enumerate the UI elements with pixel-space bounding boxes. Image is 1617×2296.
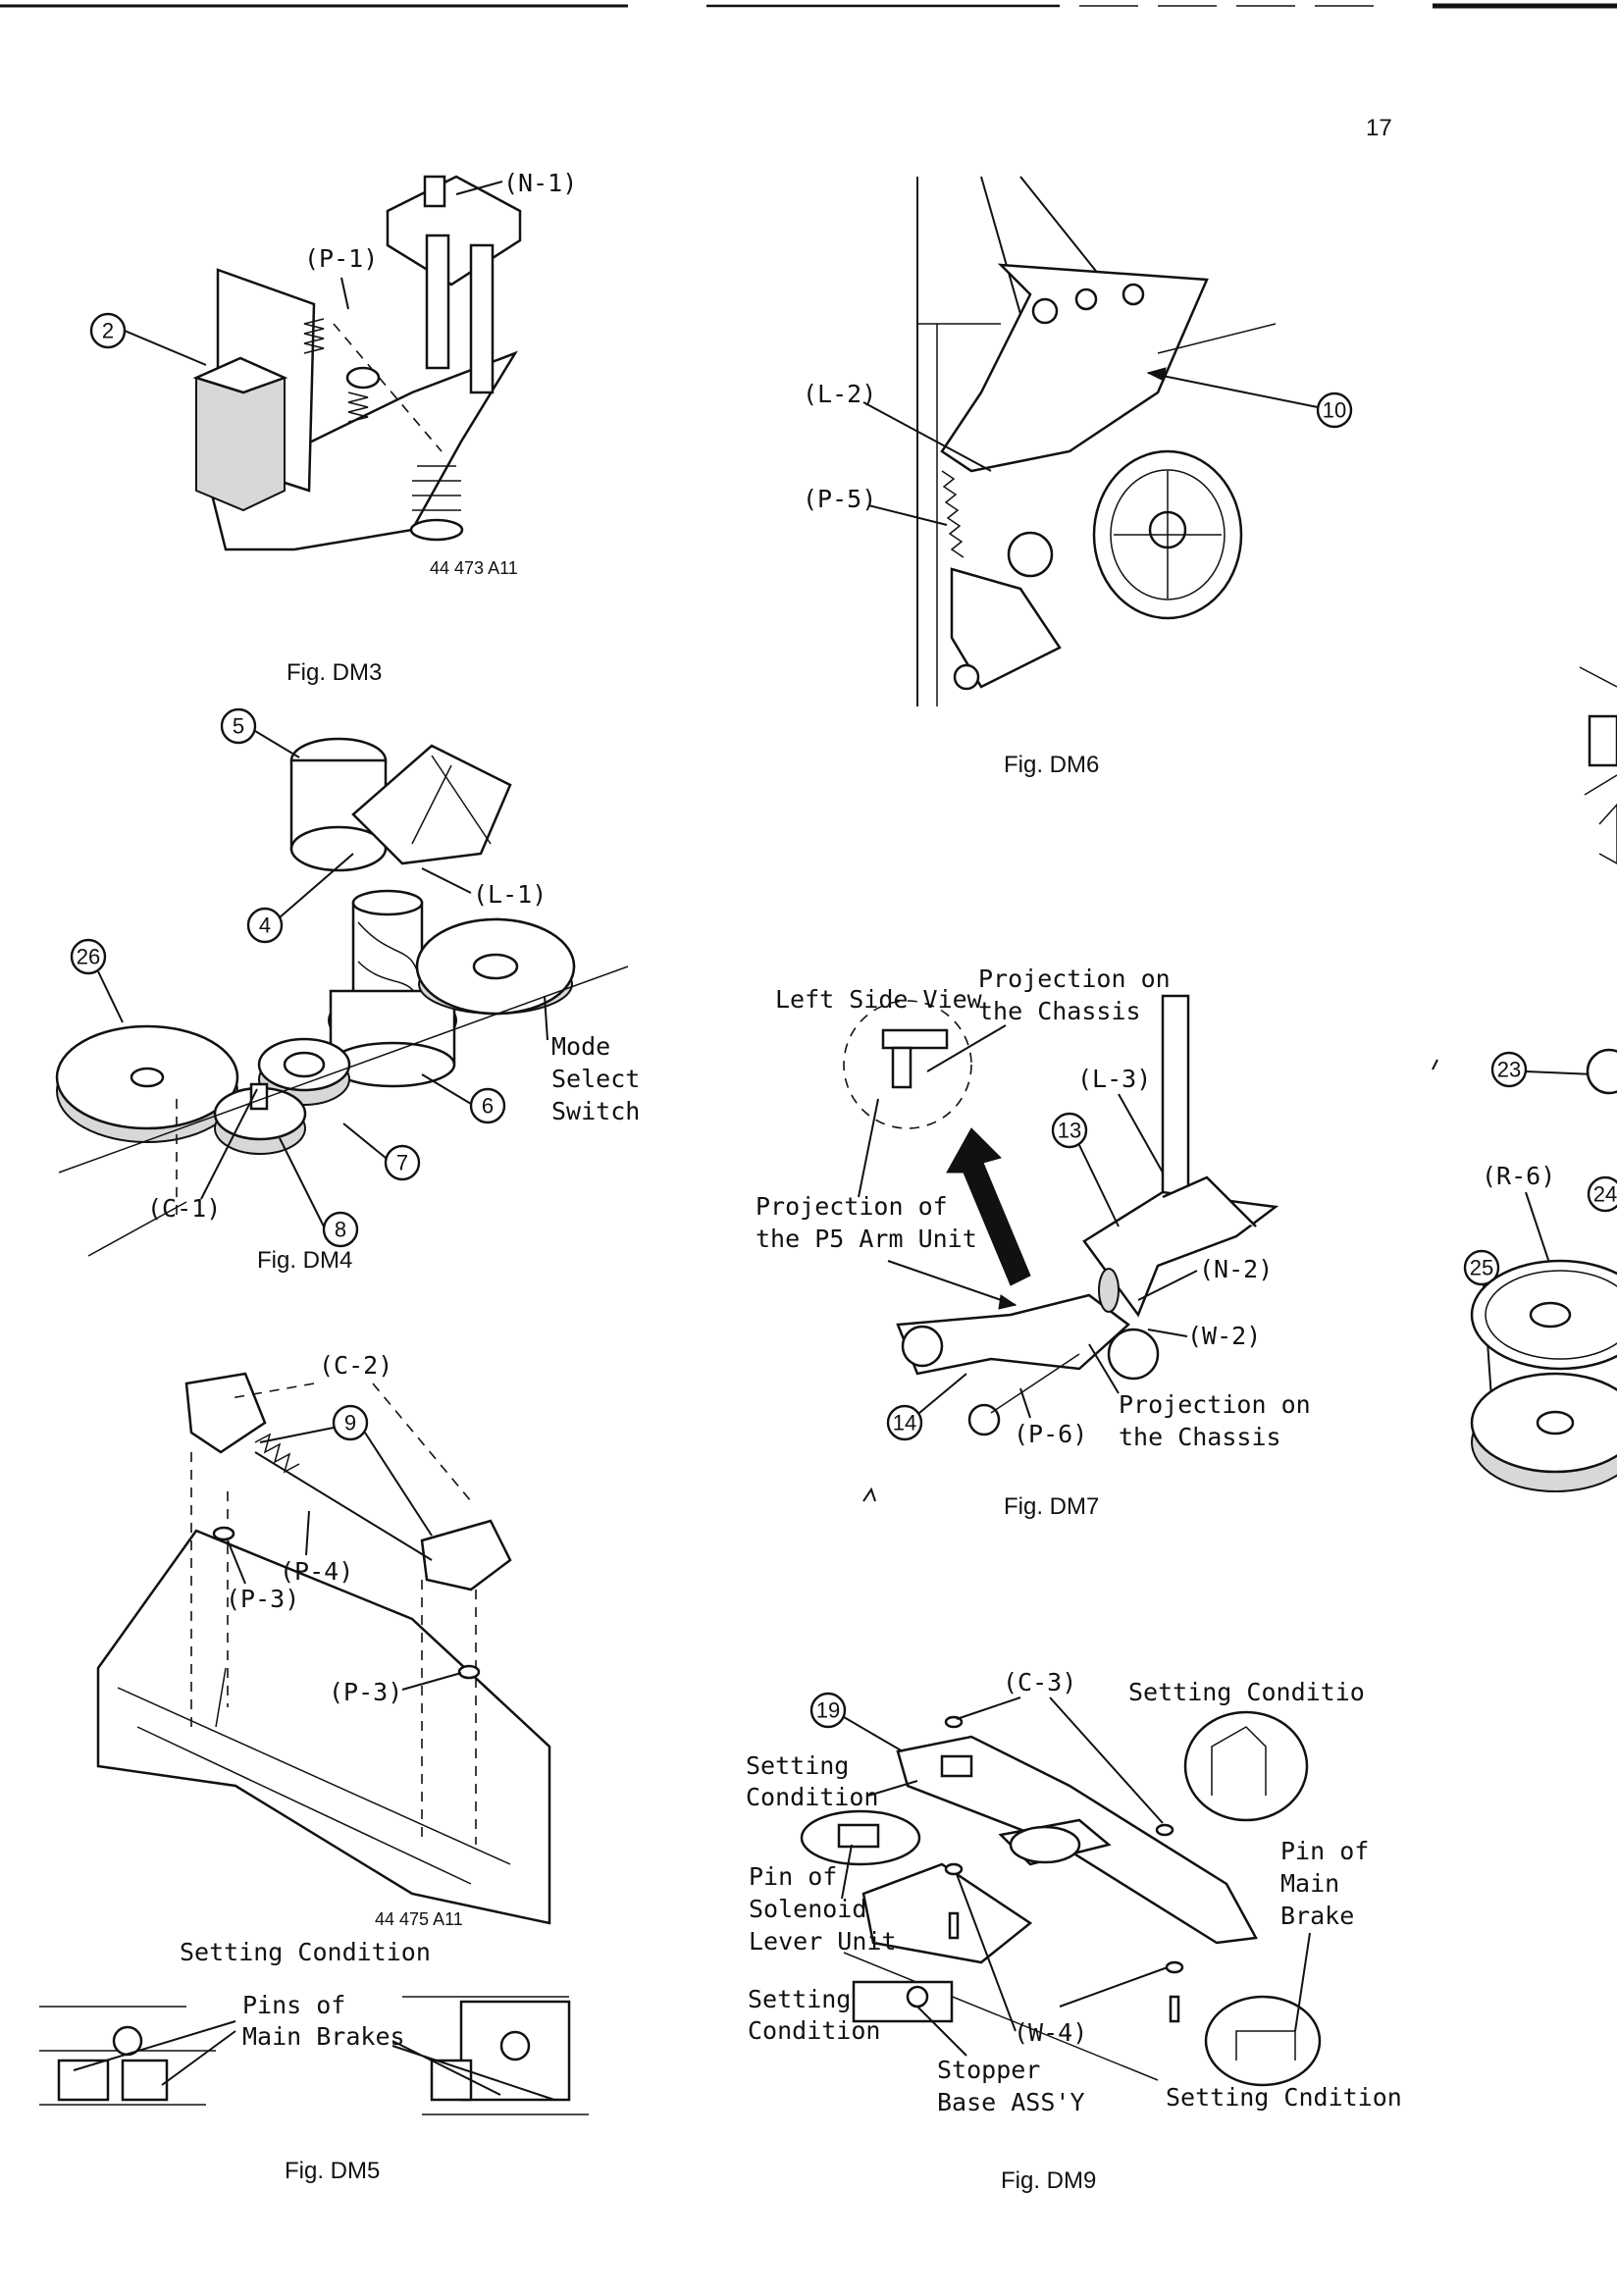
label-setting-condition: Setting Condition: [180, 1938, 431, 1966]
callout-8: 8: [335, 1218, 346, 1242]
label-w4: (W-4): [1014, 2018, 1087, 2047]
callout-6: 6: [482, 1094, 494, 1119]
label-w2: (W-2): [1187, 1322, 1261, 1350]
label-p3b: (P-3): [329, 1678, 402, 1706]
fig-dm7: Left Side View Projection on the Chassis…: [756, 965, 1311, 1520]
label-pin-main-2: Main: [1280, 1869, 1339, 1898]
label-p4: (P-4): [280, 1557, 353, 1586]
label-stopper-1: Stopper: [937, 2056, 1040, 2084]
label-setting-low-1: Setting: [748, 1985, 851, 2013]
label-select: Select: [551, 1065, 640, 1093]
label-setting-top: Setting Conditio: [1128, 1678, 1365, 1706]
label-mode: Mode: [551, 1032, 610, 1061]
callout-23: 23: [1497, 1058, 1521, 1082]
label-c1: (C-1): [147, 1194, 221, 1223]
callout-25: 25: [1470, 1256, 1493, 1280]
label-setting-left-1: Setting: [746, 1751, 849, 1780]
callout-5: 5: [233, 714, 244, 739]
caption-dm9: Fig. DM9: [1001, 2167, 1096, 2194]
callout-13: 13: [1058, 1119, 1081, 1143]
caption-dm7: Fig. DM7: [1004, 1493, 1099, 1520]
caption-dm3: Fig. DM3: [287, 659, 382, 686]
label-pin-main-3: Brake: [1280, 1902, 1354, 1930]
label-r6: (R-6): [1482, 1162, 1555, 1190]
caption-dm5: Fig. DM5: [285, 2158, 380, 2184]
callout-9: 9: [344, 1411, 356, 1435]
label-p3a: (P-3): [226, 1585, 299, 1613]
scan-specks: [862, 1059, 1438, 1502]
label-pin-solenoid-1: Pin of: [749, 1862, 837, 1891]
page-number: 17: [1366, 115, 1392, 141]
label-projection-chassis-2b: the Chassis: [1119, 1423, 1281, 1451]
fig-dm6: (L-2) (P-5) 10 Fig. DM6: [803, 176, 1353, 778]
label-p6: (P-6): [1014, 1420, 1087, 1448]
label-projection-p5b: the P5 Arm Unit: [756, 1225, 977, 1253]
label-projection-chassis-2a: Projection on: [1119, 1390, 1311, 1419]
callout-26: 26: [77, 945, 100, 969]
caption-dm6: Fig. DM6: [1004, 752, 1099, 778]
label-setting-bottom: Setting Cndition: [1166, 2083, 1402, 2112]
label-setting-low-2: Condition: [748, 2016, 880, 2045]
label-p5: (P-5): [803, 485, 876, 513]
fig-dm3: (N-1) (P-1) 2 44 473 A11 Fig. DM3: [89, 169, 577, 686]
fig-dm4: 5 4 (L-1) 26 6 7 8 (C-1) Mode Select Swi…: [55, 707, 640, 1274]
label-stopper-2: Base ASS'Y: [937, 2088, 1085, 2116]
label-pin-solenoid-3: Lever Unit: [749, 1927, 897, 1956]
callout-2-text: 2: [102, 319, 114, 343]
label-n1: (N-1): [503, 169, 577, 197]
callout-10: 10: [1323, 398, 1346, 423]
callout-7: 7: [396, 1151, 408, 1175]
callout-24: 24: [1593, 1182, 1617, 1207]
dm3-code: 44 473 A11: [430, 558, 518, 578]
label-switch: Switch: [551, 1097, 640, 1125]
callout-19: 19: [816, 1698, 840, 1723]
label-setting-left-2: Condition: [746, 1783, 878, 1811]
label-p1: (P-1): [304, 244, 378, 273]
side-partial-figure: 23 (R-6) 24 25: [1463, 666, 1617, 1492]
label-l3: (L-3): [1077, 1065, 1151, 1093]
label-projection-chassis-1a: Projection on: [978, 965, 1171, 993]
label-pin-solenoid-2: Solenoid: [749, 1895, 866, 1923]
fig-dm9: (C-3) 19 Setting Conditio Setting Condit…: [746, 1668, 1402, 2194]
callout-14: 14: [893, 1411, 916, 1435]
label-n2: (N-2): [1199, 1255, 1273, 1283]
label-projection-p5a: Projection of: [756, 1192, 948, 1221]
label-main-brakes: Main Brakes: [242, 2022, 405, 2051]
label-c2: (C-2): [319, 1351, 392, 1380]
caption-dm4: Fig. DM4: [257, 1247, 352, 1274]
label-pin-main-1: Pin of: [1280, 1837, 1369, 1865]
dm5-code: 44 475 A11: [375, 1909, 463, 1929]
label-pins-of: Pins of: [242, 1991, 345, 2019]
label-c3: (C-3): [1003, 1668, 1076, 1696]
label-l1: (L-1): [473, 880, 547, 909]
callout-4: 4: [259, 913, 271, 938]
label-left-side-view: Left Side View: [775, 985, 983, 1014]
fig-dm5: (C-2) 9 (P-4) (P-3) (P-3) 44 475 A11 Set…: [39, 1351, 589, 2184]
label-projection-chassis-1b: the Chassis: [978, 997, 1141, 1025]
